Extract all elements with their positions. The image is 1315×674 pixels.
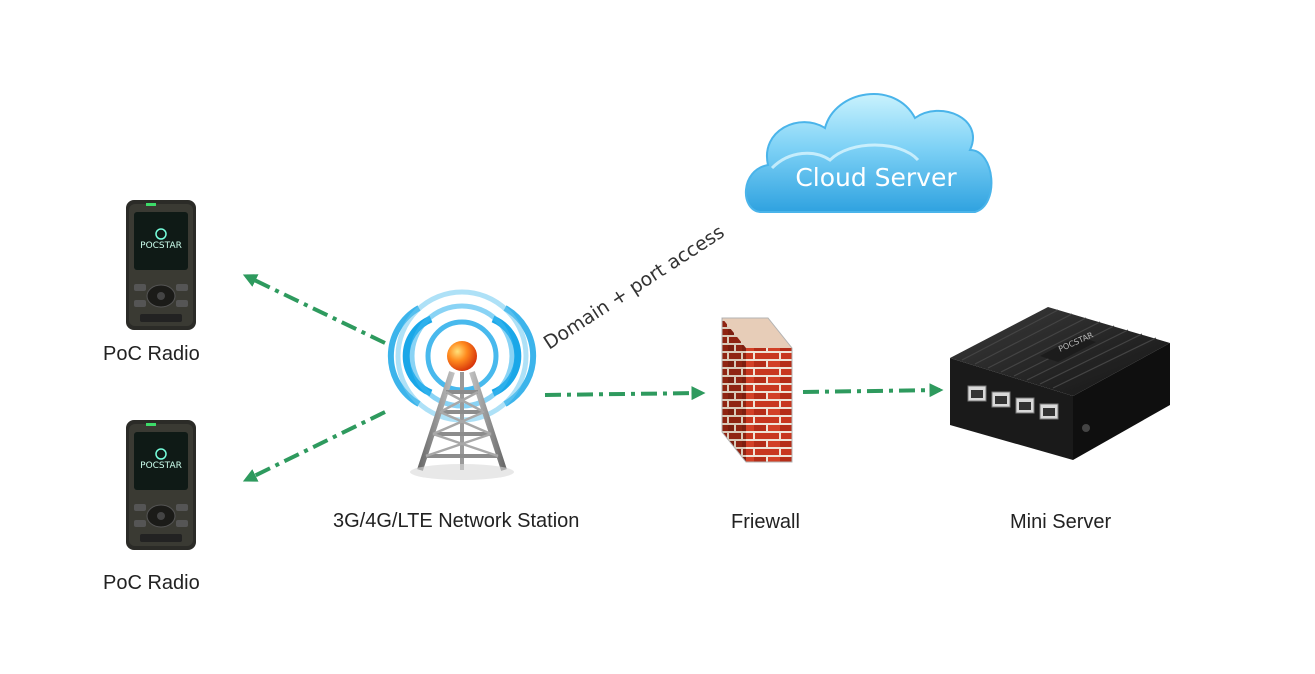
brick-wall-icon — [721, 317, 793, 463]
radio-brand-bottom: POCSTAR — [140, 461, 182, 471]
server-label: Mini Server — [1010, 511, 1112, 533]
station-label: 3G/4G/LTE Network Station — [333, 510, 580, 532]
cloud-label: Cloud Server — [795, 163, 957, 192]
arrow-station-to-firewall — [544, 386, 706, 401]
cell-tower-icon — [387, 289, 537, 480]
radio-bottom-label: PoC Radio — [103, 572, 200, 594]
radio-icon-bottom: POCSTAR — [126, 420, 196, 550]
link-label: Domain + port access — [540, 221, 729, 354]
firewall-label: Friewall — [731, 511, 800, 533]
arrow-station-to-radio-bottom — [242, 410, 386, 482]
cloud-icon: Cloud Server — [745, 93, 993, 213]
radio-brand-top: POCSTAR — [140, 241, 182, 251]
mini-pc-icon: POCSTAR — [950, 307, 1170, 460]
radio-top-label: PoC Radio — [103, 343, 200, 365]
arrow-firewall-to-server — [802, 383, 944, 398]
radio-icon-top: POCSTAR — [126, 200, 196, 330]
arrow-station-to-radio-top — [242, 274, 386, 345]
